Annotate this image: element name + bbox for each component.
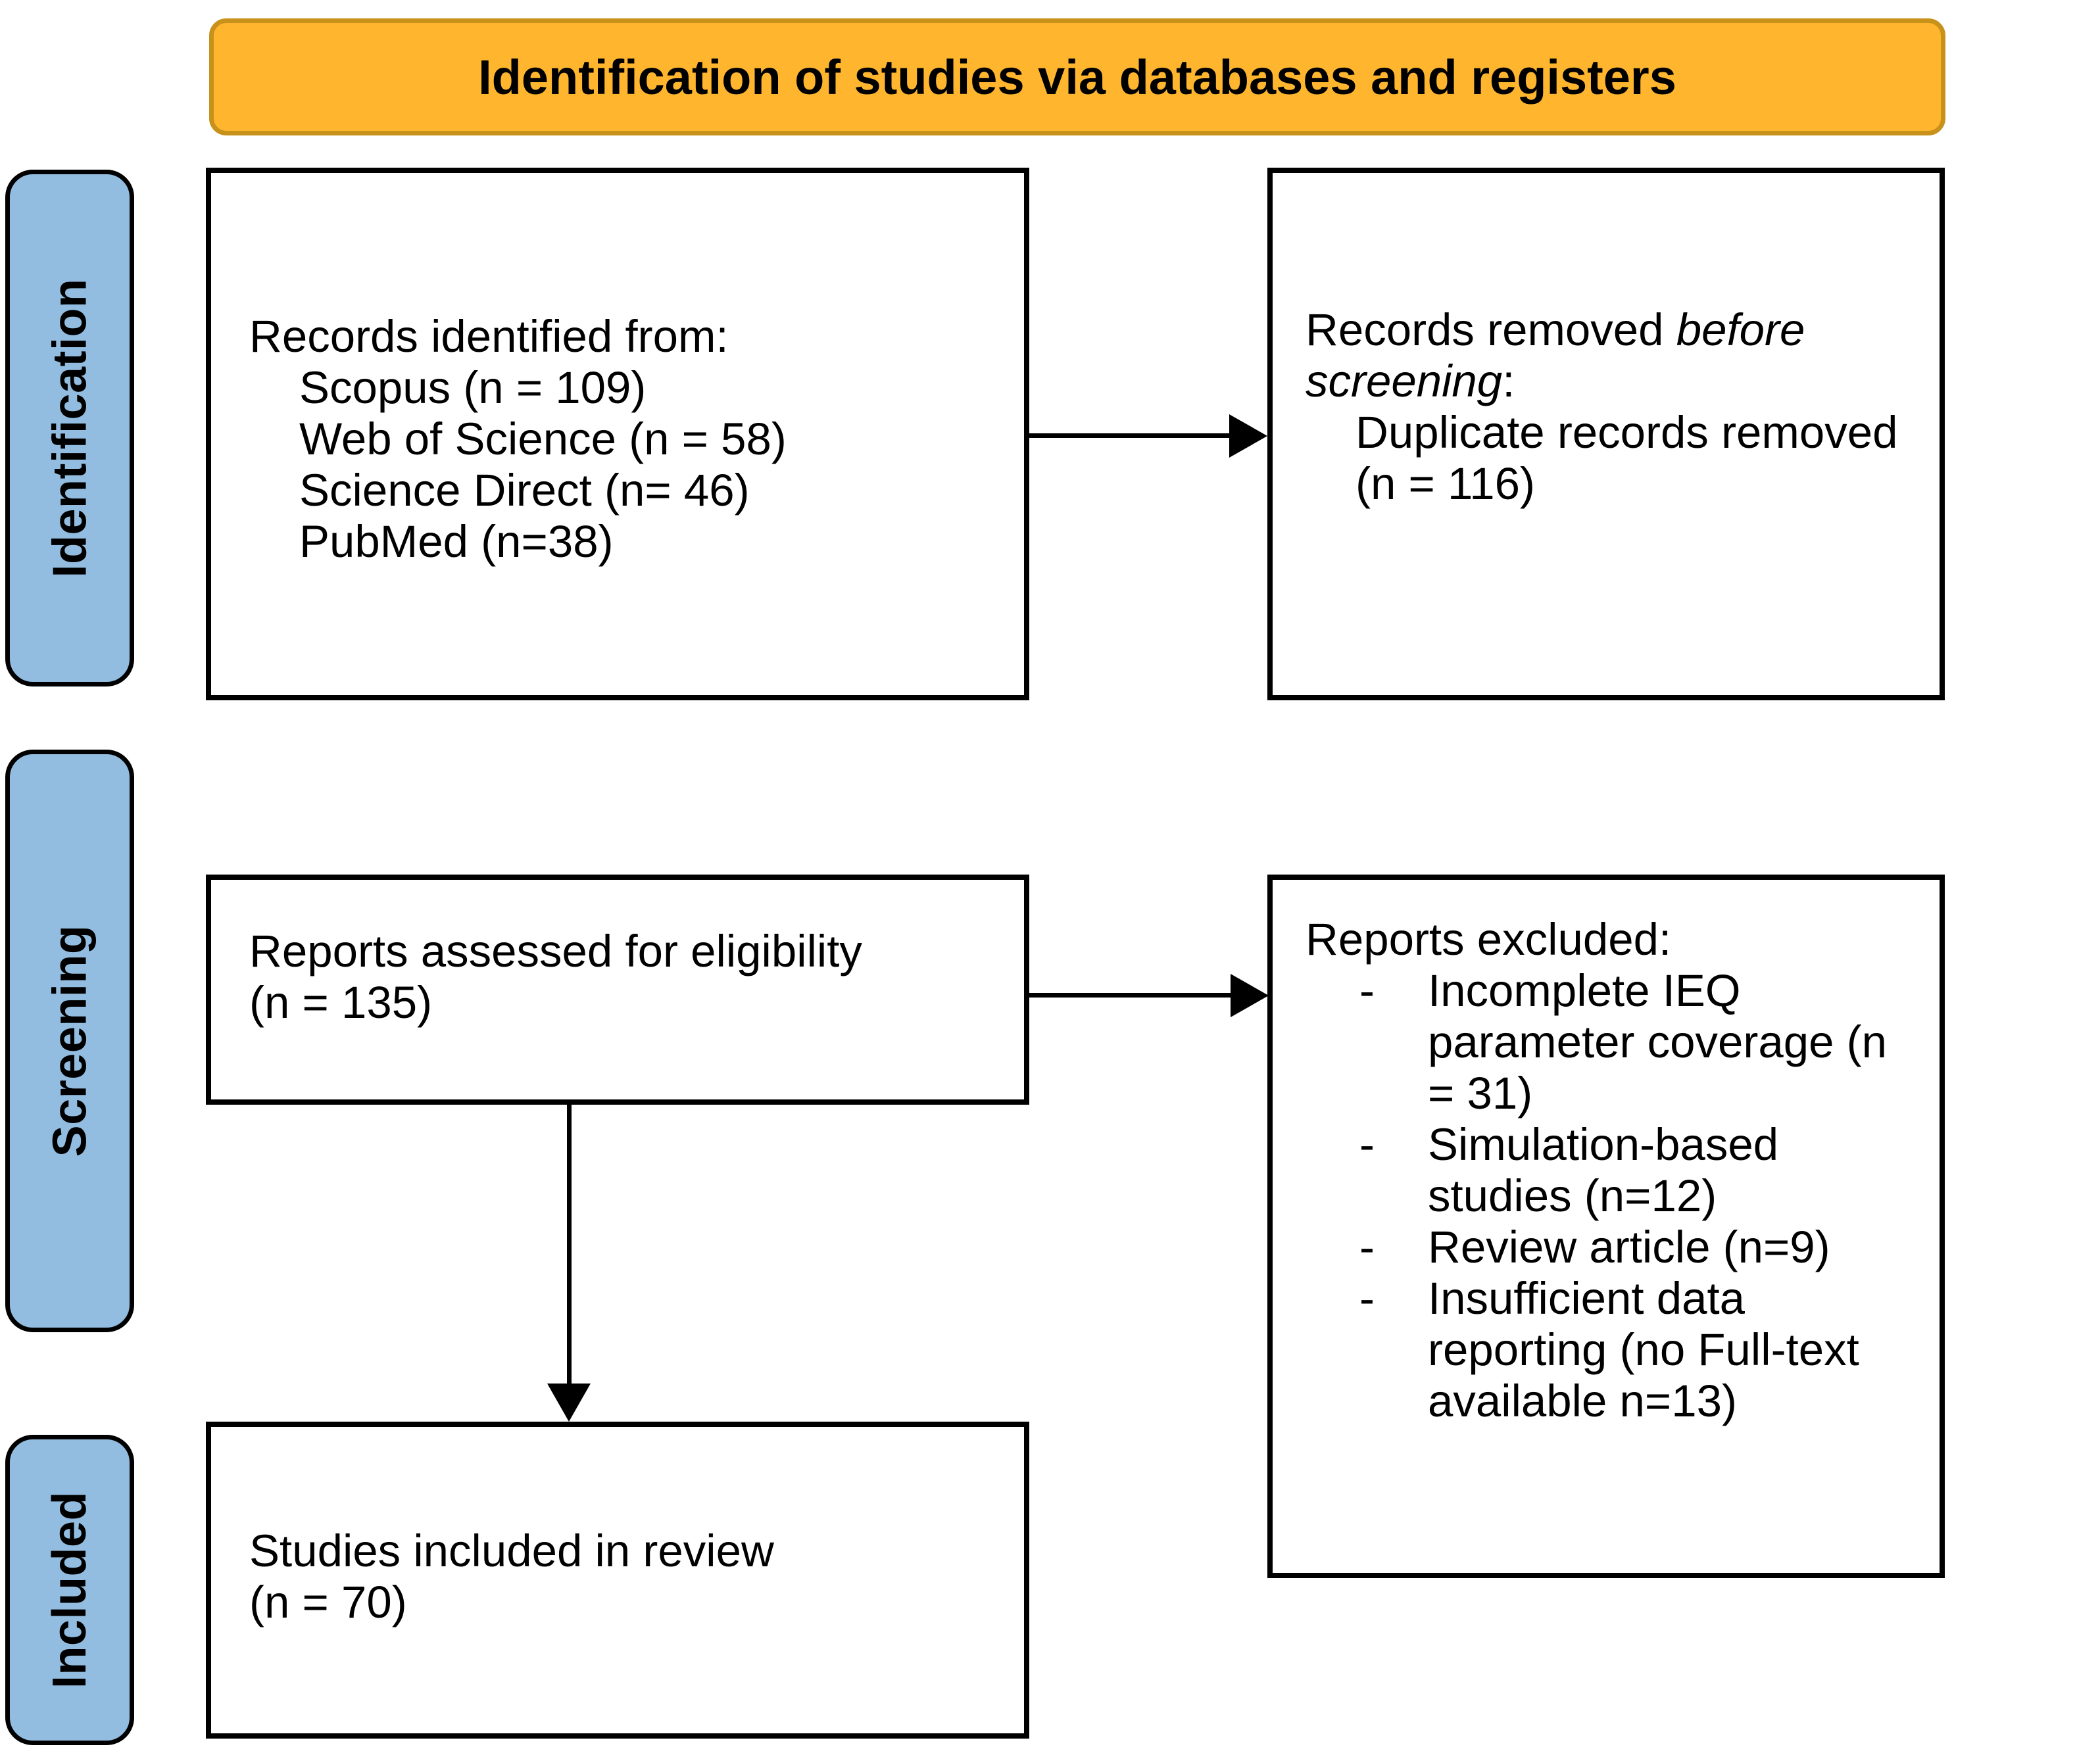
arrow-identified-to-removed-head (1229, 414, 1267, 458)
stage-badge-screening: Screening (5, 750, 134, 1332)
diagram-title: Identification of studies via databases … (478, 49, 1676, 105)
reports-excluded-item-insufficient-data: Insufficient data reporting (no Full-tex… (1428, 1272, 1859, 1426)
stage-label-included: Included (43, 1491, 97, 1689)
records-identified-item-web-of-science: Web of Science (n = 58) (299, 413, 787, 464)
arrow-identified-to-removed-line (1029, 433, 1233, 438)
stage-label-screening: Screening (43, 925, 96, 1157)
stage-label-identification: Identification (43, 278, 96, 578)
reports-excluded-item-review-article: Review article (n=9) (1428, 1221, 1830, 1272)
arrow-assessed-to-excluded-line (1029, 993, 1234, 998)
reports-excluded-item: - Insufficient data reporting (no Full-t… (1306, 1273, 1922, 1427)
reports-excluded-item: - Incomplete IEQ parameter coverage (n =… (1306, 965, 1922, 1119)
box-studies-included: Studies included in review (n = 70) (206, 1422, 1029, 1739)
records-identified-heading: Records identified from: (249, 311, 729, 362)
records-removed-heading-italic: before screening (1306, 304, 1805, 406)
bullet-dash-icon: - (1359, 965, 1375, 1016)
reports-assessed-line-1: Reports assessed for eligibility (249, 926, 862, 976)
bullet-dash-icon: - (1359, 1272, 1375, 1324)
stage-badge-included: Included (5, 1435, 134, 1745)
box-reports-assessed: Reports assessed for eligibility (n = 13… (206, 875, 1029, 1105)
stage-badge-identification: Identification (5, 170, 134, 686)
reports-excluded-item: - Review article (n=9) (1306, 1222, 1922, 1273)
reports-excluded-heading: Reports excluded: (1306, 914, 1672, 965)
reports-excluded-item-simulation-based: Simulation-based studies (n=12) (1428, 1119, 1779, 1221)
records-identified-item-science-direct: Science Direct (n= 46) (299, 464, 750, 516)
records-identified-item-scopus: Scopus (n = 109) (299, 362, 647, 413)
records-removed-heading: Records removed before screening: (1306, 304, 1922, 407)
reports-excluded-list: - Incomplete IEQ parameter coverage (n =… (1306, 965, 1922, 1427)
box-records-identified: Records identified from: Scopus (n = 109… (206, 168, 1029, 700)
studies-included-line-2: (n = 70) (249, 1576, 407, 1627)
reports-assessed-line-2: (n = 135) (249, 976, 433, 1028)
arrow-assessed-to-included-line (567, 1102, 572, 1386)
box-reports-excluded: Reports excluded: - Incomplete IEQ param… (1267, 875, 1945, 1578)
records-identified-item-pubmed: PubMed (n=38) (299, 516, 614, 567)
bullet-dash-icon: - (1359, 1221, 1375, 1272)
diagram-header-banner: Identification of studies via databases … (209, 18, 1945, 135)
arrow-assessed-to-included-head (547, 1384, 591, 1422)
studies-included-line-1: Studies included in review (249, 1526, 774, 1576)
reports-excluded-item: - Simulation-based studies (n=12) (1306, 1119, 1922, 1222)
bullet-dash-icon: - (1359, 1119, 1375, 1170)
box-records-removed: Records removed before screening: Duplic… (1267, 168, 1945, 700)
arrow-assessed-to-excluded-head (1231, 974, 1269, 1017)
records-removed-heading-prefix: Records removed (1306, 304, 1676, 355)
reports-excluded-item-incomplete-ieq: Incomplete IEQ parameter coverage (n = 3… (1428, 965, 1888, 1119)
records-removed-heading-suffix: : (1502, 355, 1515, 406)
records-removed-item-duplicates: Duplicate records removed (n = 116) (1355, 406, 1898, 509)
